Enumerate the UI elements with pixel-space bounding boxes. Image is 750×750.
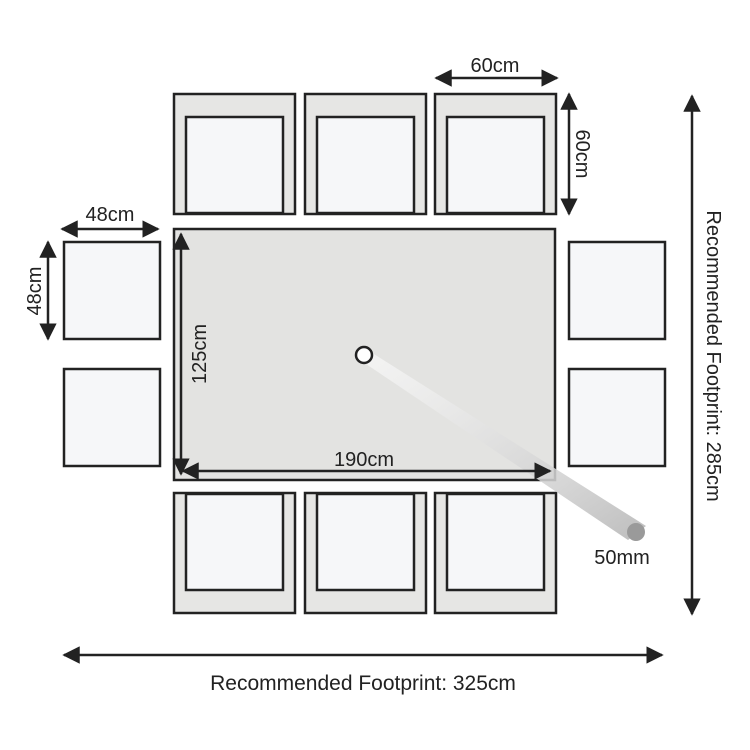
parasol-hole-label: 50mm bbox=[594, 547, 650, 569]
chair-seat-cushion bbox=[445, 492, 546, 592]
stool-right-top bbox=[567, 240, 667, 341]
top-chair-right bbox=[433, 92, 558, 216]
table-width-label: 190cm bbox=[334, 449, 394, 471]
bottom-chair-middle bbox=[303, 491, 428, 615]
stool-left-top bbox=[62, 240, 162, 341]
chair-seat-cushion bbox=[315, 115, 416, 215]
chair-seat-cushion bbox=[315, 492, 416, 592]
chair-seat-cushion bbox=[445, 115, 546, 215]
top-chair-middle bbox=[303, 92, 428, 216]
parasol-hole-zoom-end bbox=[627, 523, 645, 541]
chair-width-label: 60cm bbox=[471, 55, 520, 77]
top-chair-left bbox=[172, 92, 297, 216]
stool-left-bottom bbox=[62, 367, 162, 468]
table-depth-label: 125cm bbox=[189, 324, 211, 384]
bottom-chair-right bbox=[433, 491, 558, 615]
stool-width-label: 48cm bbox=[86, 204, 135, 226]
stool-right-bottom bbox=[567, 367, 667, 468]
chair-seat-cushion bbox=[184, 492, 285, 592]
stool-depth-label: 48cm bbox=[24, 267, 46, 316]
footprint-width-label: Recommended Footprint: 325cm bbox=[210, 672, 516, 695]
footprint-depth-label: Recommended Footprint: 285cm bbox=[702, 210, 724, 501]
parasol-hole bbox=[354, 345, 374, 365]
parasol-hole-zoom-beam bbox=[360, 349, 646, 540]
chair-depth-label: 60cm bbox=[571, 130, 593, 179]
bottom-chair-left bbox=[172, 491, 297, 615]
chair-seat-cushion bbox=[184, 115, 285, 215]
